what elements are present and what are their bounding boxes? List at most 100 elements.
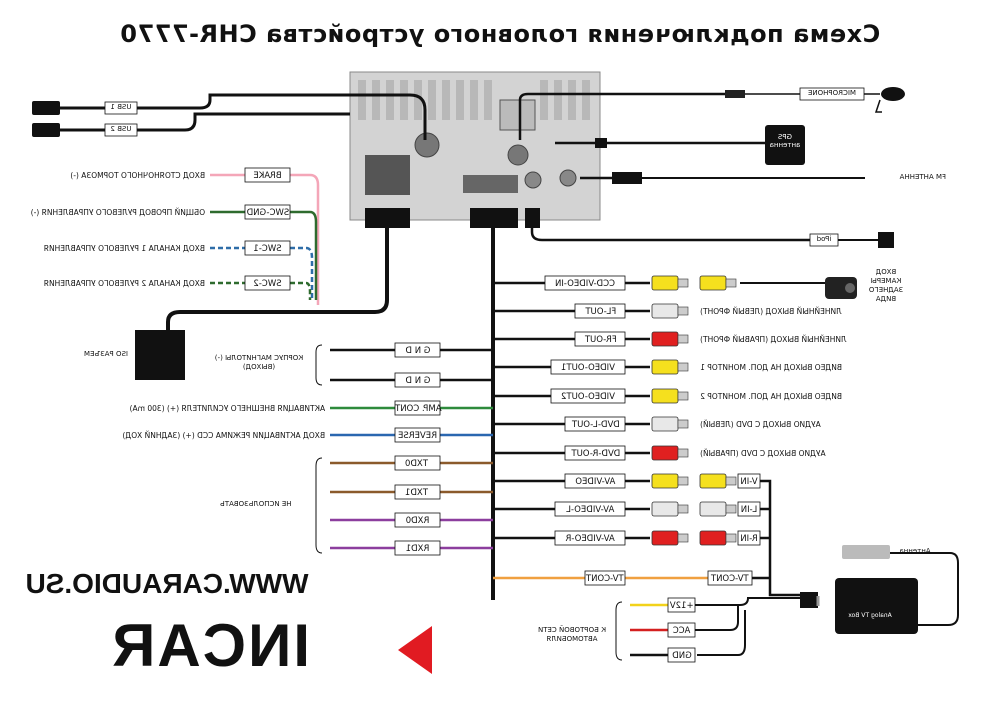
desc-out-5: АУДИО ВЫХОД С DVD (ЛЕВЫЙ)	[700, 420, 821, 429]
rca-out-6	[651, 445, 689, 461]
tag-out-0: CCD-VIDEO-IN	[544, 275, 626, 291]
usb-cables	[32, 93, 427, 140]
tag-mid-2: AMP. CONT	[394, 400, 442, 416]
tag-out-7: AV-VIDEO	[564, 473, 626, 489]
tag-power-0-text: +12V	[670, 601, 694, 611]
tvbox-device	[800, 545, 918, 634]
wire-descriptions: ВХОД СТОЯНОЧНОГО ТОРМОЗА (-) ОБЩИЙ ПРОВОД…	[31, 171, 847, 458]
rca-connectors	[651, 275, 737, 546]
ipod-plug	[525, 208, 540, 228]
tag-out-0-text: CCD-VIDEO-IN	[555, 279, 615, 289]
rca-out-4	[651, 388, 689, 404]
iso-trunk	[135, 228, 389, 380]
rca-out-1	[651, 303, 689, 319]
tag-mid-7-text: RXD1	[406, 544, 430, 554]
rca-out-2	[651, 331, 689, 347]
tag-power-2: GND	[667, 647, 696, 663]
rca-out-5	[651, 416, 689, 432]
tag-mid-4: TXD0	[394, 455, 441, 471]
desc-out-2: ЛИНЕЙНЫЙ ВЫХОД (ПРАВЫЙ ФРОНТ)	[700, 335, 847, 344]
tag-tvcont-a-text: TV-CONT	[585, 574, 625, 584]
tag-out-8-text: AV-VIDEO-L	[566, 505, 614, 515]
tag-power-1: ACC	[667, 622, 696, 638]
tag-mid-0: G N D	[394, 342, 441, 358]
tag-left-1-text: SWC-GND	[246, 208, 289, 218]
tag-tvin-2: R-IN	[737, 530, 761, 546]
tag-left-0: BRAKE	[244, 167, 291, 183]
rca-out-8	[651, 501, 689, 517]
tag-tvcont-a: TV-CONT	[584, 570, 626, 586]
tag-out-5: DVD-L-OUT	[564, 416, 626, 432]
desc-mid-3: ВХОД АКТИВАЦИИ РЕЖИМА CCD (+) (ЗАДНИЙ ХО…	[122, 431, 325, 440]
rca-out-3	[651, 359, 689, 375]
iso-plug	[365, 208, 410, 228]
desc-out-4: ВИДЕО ВЫХОД НА ДОП. МОНИТОР 2	[700, 392, 842, 401]
tag-out-6-text: DVD-R-OUT	[571, 449, 621, 459]
tag-power-0: +12V	[667, 597, 696, 613]
tag-out-8: AV-VIDEO-L	[554, 501, 626, 517]
desc-out-6: АУДИО ВЫХОД С DVD (ПРАВЫЙ)	[700, 449, 826, 458]
rca-out-9	[651, 530, 689, 546]
tag-tvin-0-text: V-IN	[740, 477, 757, 487]
tag-power-1-text: ACC	[673, 626, 691, 636]
brand-logo	[398, 626, 432, 674]
tag-out-2-text: FR-OUT	[584, 335, 617, 345]
fm-antenna	[580, 172, 865, 184]
tag-mid-0-text: G N D	[405, 346, 430, 356]
ipod-cable	[530, 228, 894, 248]
tag-out-1-text: FL-OUT	[585, 307, 617, 317]
tag-out-4-text: VIDEO-OUT2	[561, 392, 615, 402]
rca-tv-1	[699, 501, 737, 517]
desc-left-3: ВХОД КАНАЛА 2 РУЛЕВОГО УПРАВЛЕНИЯ	[44, 279, 205, 288]
head-unit	[349, 71, 601, 221]
desc-left-2: ВХОД КАНАЛА 1 РУЛЕВОГО УПРАВЛЕНИЯ	[44, 244, 205, 253]
microphone-cable	[518, 87, 905, 140]
rca-out-7	[651, 473, 689, 489]
gps-antenna	[555, 125, 805, 165]
tag-mid-4-text: TXD0	[405, 459, 429, 469]
tag-out-9-text: AV-VIDEO-R	[565, 534, 614, 544]
tag-mid-5: TXD1	[394, 484, 441, 500]
tag-out-1: FL-OUT	[574, 303, 626, 319]
tag-mid-2-text: AMP. CONT	[394, 404, 441, 414]
tag-mid-7: RXD1	[394, 540, 441, 556]
desc-mid-2: АКТИВАЦИЯ ВНЕШНЕГО УСИЛИТЕЛЯ (+) (300 mA…	[130, 404, 326, 413]
tag-mid-1-text: G N D	[405, 376, 430, 386]
tag-mid-3-text: REVERSE	[398, 431, 437, 441]
tag-tvin-0: V-IN	[737, 473, 761, 489]
tag-mid-1: G N D	[394, 372, 441, 388]
tag-left-3-text: SWC-2	[253, 279, 281, 289]
desc-left-0: ВХОД СТОЯНОЧНОГО ТОРМОЗА (-)	[70, 171, 205, 180]
tag-mid-3: REVERSE	[394, 427, 441, 443]
tag-tvcont-b: TV-CONT	[707, 570, 753, 586]
left-wires	[210, 173, 320, 305]
right-wires	[493, 281, 825, 597]
tag-out-3-text: VIDEO-OUT1	[561, 363, 615, 373]
tag-left-3: SWC-2	[244, 275, 291, 291]
tag-mid-5-text: TXD1	[405, 488, 429, 498]
tag-mid-6-text: RXD0	[406, 516, 430, 526]
tag-mid-6: RXD0	[394, 512, 441, 528]
tag-left-2: SWC-1	[244, 240, 291, 256]
desc-left-1: ОБЩИЙ ПРОВОД РУЛЕВОГО УПРАВЛЕНИЯ (-)	[31, 208, 205, 217]
tag-out-5-text: DVD-L-OUT	[571, 420, 620, 430]
tag-left-0-text: BRAKE	[253, 171, 281, 181]
rca-tv-0	[699, 473, 737, 489]
rca-out-0	[651, 275, 689, 291]
tag-out-6: DVD-R-OUT	[564, 445, 626, 461]
tag-out-2: FR-OUT	[574, 331, 626, 347]
tag-power-2-text: GND	[672, 651, 692, 661]
desc-out-1: ЛИНЕЙНЫЙ ВЫХОД (ЛЕВЫЙ ФРОНТ)	[700, 307, 842, 316]
tag-left-2-text: SWC-1	[253, 244, 281, 254]
rca-tv-2	[699, 530, 737, 546]
tag-left-1: SWC-GND	[244, 204, 291, 220]
tag-tvin-1-text: L-IN	[741, 505, 758, 515]
desc-out-3: ВИДЕО ВЫХОД НА ДОП. МОНИТОР 1	[700, 363, 842, 372]
tag-out-9: AV-VIDEO-R	[554, 530, 626, 546]
tag-out-3: VIDEO-OUT1	[550, 359, 626, 375]
tag-tvin-1: L-IN	[737, 501, 761, 517]
rca-camera	[699, 275, 737, 291]
tag-tvin-2-text: R-IN	[740, 534, 758, 544]
